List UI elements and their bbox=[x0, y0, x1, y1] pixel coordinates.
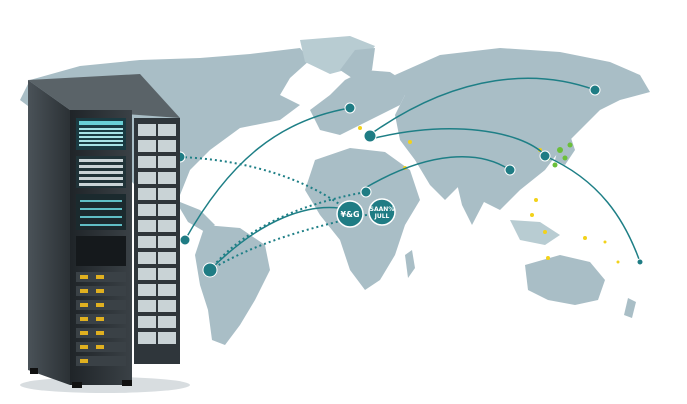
route-japan-to-pacific bbox=[544, 155, 641, 263]
hub-africa-left-label: ¥&G bbox=[340, 210, 359, 219]
network-routes bbox=[179, 77, 641, 271]
node-east-russia bbox=[589, 84, 601, 96]
route-sa-to-europe bbox=[184, 107, 351, 241]
region-india bbox=[455, 175, 485, 225]
node-japan bbox=[539, 150, 551, 162]
rack-grid-panel bbox=[138, 124, 176, 344]
hub-africa-left bbox=[336, 200, 364, 228]
continent-south-america bbox=[195, 225, 270, 345]
route-europe-to-east bbox=[367, 77, 596, 137]
route-europe-to-japan bbox=[374, 128, 546, 156]
node-south-america bbox=[202, 262, 218, 278]
continent-europe bbox=[310, 70, 410, 135]
node-asia bbox=[504, 164, 516, 176]
continent-scandinavia bbox=[340, 48, 375, 82]
node-pacific bbox=[636, 258, 644, 266]
route-sa-to-north-africa-dotted bbox=[209, 191, 367, 271]
route-sa-to-africa-dotted bbox=[209, 211, 381, 271]
island-new-zealand bbox=[624, 298, 636, 318]
node-europe-north bbox=[344, 102, 356, 114]
node-europe bbox=[363, 129, 377, 143]
rack-vent bbox=[76, 236, 126, 266]
hub-africa-right-label-2: JULL bbox=[374, 213, 390, 220]
node-north-africa bbox=[360, 186, 372, 198]
route-africa-to-asia bbox=[364, 156, 511, 189]
region-southeast-asia bbox=[510, 220, 560, 245]
hub-africa-right-label-1: SAAN% bbox=[370, 206, 395, 213]
hub-africa-right bbox=[368, 198, 396, 226]
network-nodes: ¥&G SAAN% JULL bbox=[174, 84, 644, 278]
rack-drive-bays bbox=[76, 272, 126, 366]
continent-australia bbox=[525, 255, 605, 305]
continent-central-america bbox=[175, 200, 215, 232]
rack-screens bbox=[76, 118, 126, 230]
island-madagascar bbox=[405, 250, 415, 278]
node-south-america-top bbox=[179, 234, 191, 246]
server-rack-icon bbox=[20, 74, 190, 393]
route-sa-to-africa-solid bbox=[209, 206, 351, 271]
